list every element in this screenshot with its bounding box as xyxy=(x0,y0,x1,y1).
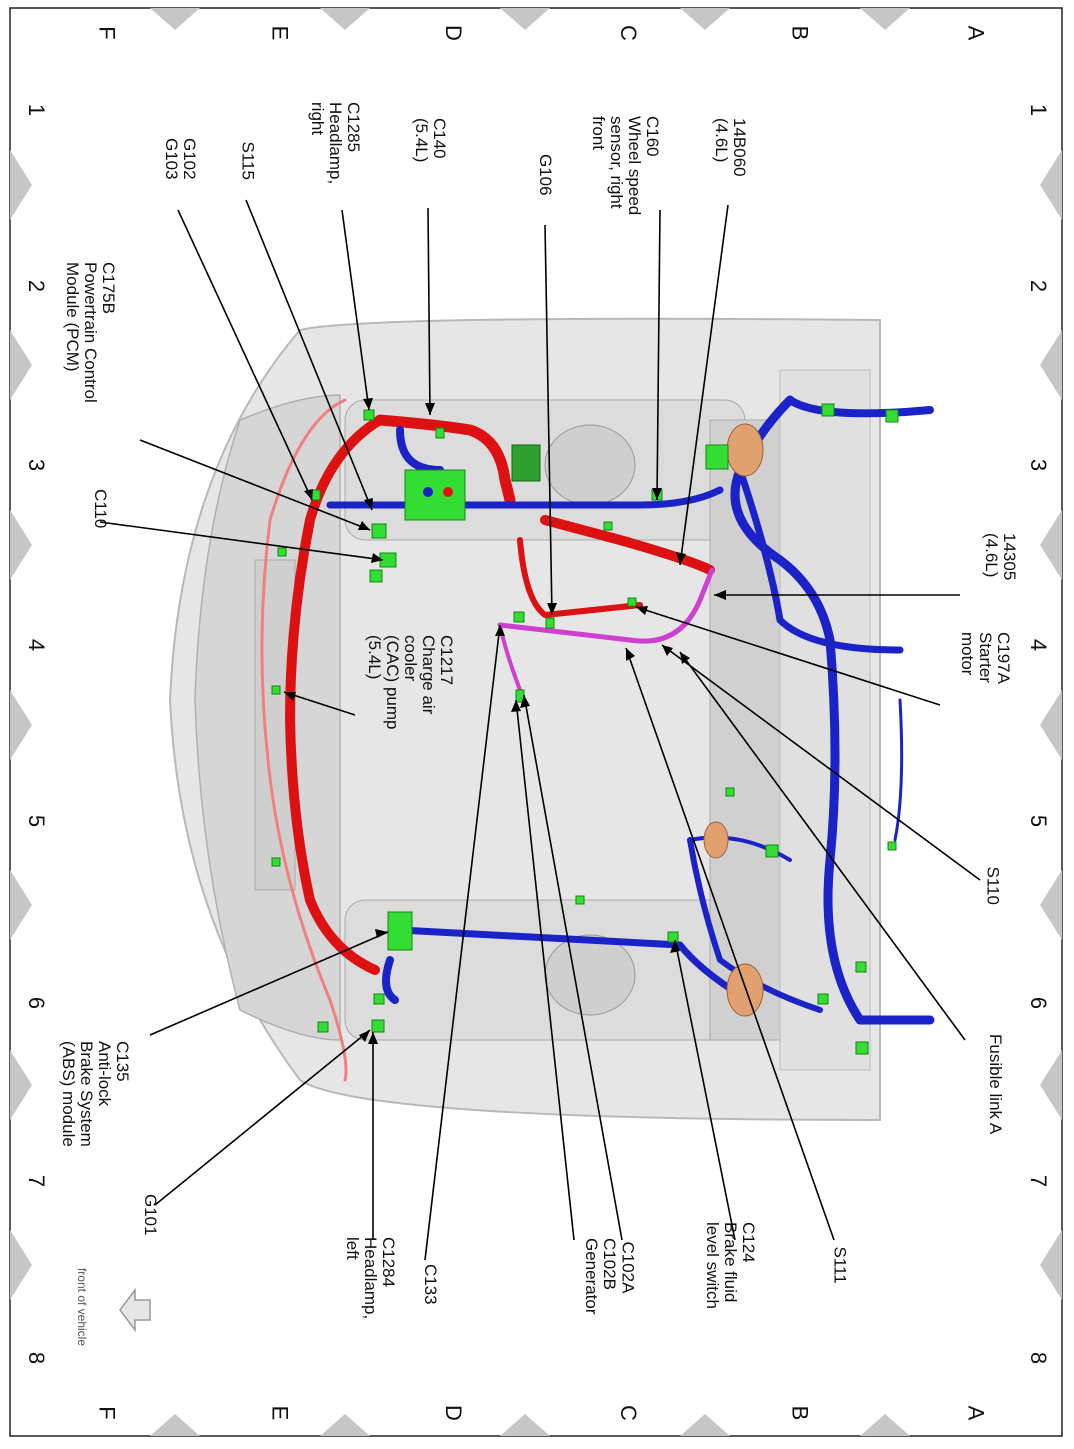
grid-col-label: 2 xyxy=(24,279,50,293)
label-c102b: C102B Generator xyxy=(582,1238,619,1315)
grid-col-label: 3 xyxy=(1026,458,1052,472)
label-c1284: C1284 Headlamp, left xyxy=(343,1237,398,1320)
border-markers xyxy=(10,8,1062,1436)
front-of-vehicle-label: front of vehicle xyxy=(75,1267,90,1347)
label-c197a: C197A Starter motor xyxy=(958,632,1013,684)
label-c160: C160 Wheel speed sensor, right front xyxy=(589,116,662,216)
label-c135: C135 Anti-lock Brake System (ABS) module xyxy=(59,1041,132,1147)
label-c124: C124 Brake fluid level switch xyxy=(703,1222,758,1309)
grid-col-label: 7 xyxy=(1026,1174,1052,1188)
front-arrow-icon xyxy=(119,1287,151,1333)
grid-col-label: 8 xyxy=(1026,1351,1052,1365)
grid-col-label: 8 xyxy=(24,1351,50,1365)
label-fusible-link: Fusible link A xyxy=(986,1034,1005,1135)
grid-col-label: 4 xyxy=(24,638,50,652)
grid-col-label: 6 xyxy=(1026,996,1052,1010)
grid-col-label: 1 xyxy=(24,103,50,117)
grid-col-label: 5 xyxy=(1026,814,1052,828)
grid-row-label: F xyxy=(94,1406,120,1420)
grid-row-label: A xyxy=(963,1405,989,1421)
grid-row-label: C xyxy=(615,1405,641,1421)
grid-col-label: 4 xyxy=(1026,638,1052,652)
label-s111: S111 xyxy=(830,1246,850,1284)
grid-row-label: E xyxy=(267,25,293,41)
grid-col-label: 7 xyxy=(24,1174,50,1188)
label-g106: G106 xyxy=(536,154,555,196)
label-g102-g103: G102 G103 xyxy=(162,138,199,180)
grid-col-label: 6 xyxy=(24,996,50,1010)
vehicle-body xyxy=(168,317,881,1122)
label-14305: 14305 (4.6L) xyxy=(982,533,1019,581)
grid-col-label: 3 xyxy=(24,458,50,472)
grid-row-label: B xyxy=(787,1405,813,1421)
connectors xyxy=(271,403,899,1055)
arrowheads xyxy=(284,398,726,1044)
grid-row-label: B xyxy=(787,25,813,41)
grid-row-label: F xyxy=(94,26,120,40)
label-s110: S110 xyxy=(983,866,1003,905)
label-s115: S115 xyxy=(238,141,258,180)
grid-row-label: E xyxy=(267,1405,293,1421)
label-g101: G101 xyxy=(141,1194,160,1236)
leader-lines xyxy=(99,199,981,1261)
label-c175b: C175B Powertrain Control Module (PCM) xyxy=(63,262,118,403)
label-c1285: C1285 Headlamp, right xyxy=(308,102,363,185)
harnesses xyxy=(260,395,935,1082)
grid-col-label: 1 xyxy=(1026,103,1052,117)
grid-row-label: D xyxy=(440,25,466,41)
grid-row-label: D xyxy=(440,1405,466,1421)
label-c110: C110 xyxy=(91,489,110,529)
components xyxy=(387,423,764,1017)
grid-col-label: 5 xyxy=(24,814,50,828)
grid-col-label: 2 xyxy=(1026,279,1052,293)
label-c133: C133 xyxy=(421,1264,440,1305)
grid-row-label: A xyxy=(963,25,989,41)
grid-row-label: C xyxy=(615,25,641,41)
label-14b060: 14B060 (4.6L) xyxy=(712,118,749,177)
label-c102a: C102A xyxy=(618,1241,638,1294)
label-c1217: C1217 Charge air cooler (CAC) pump (5.4L… xyxy=(365,635,456,730)
label-c140: C140 (5.4L) xyxy=(412,118,449,163)
